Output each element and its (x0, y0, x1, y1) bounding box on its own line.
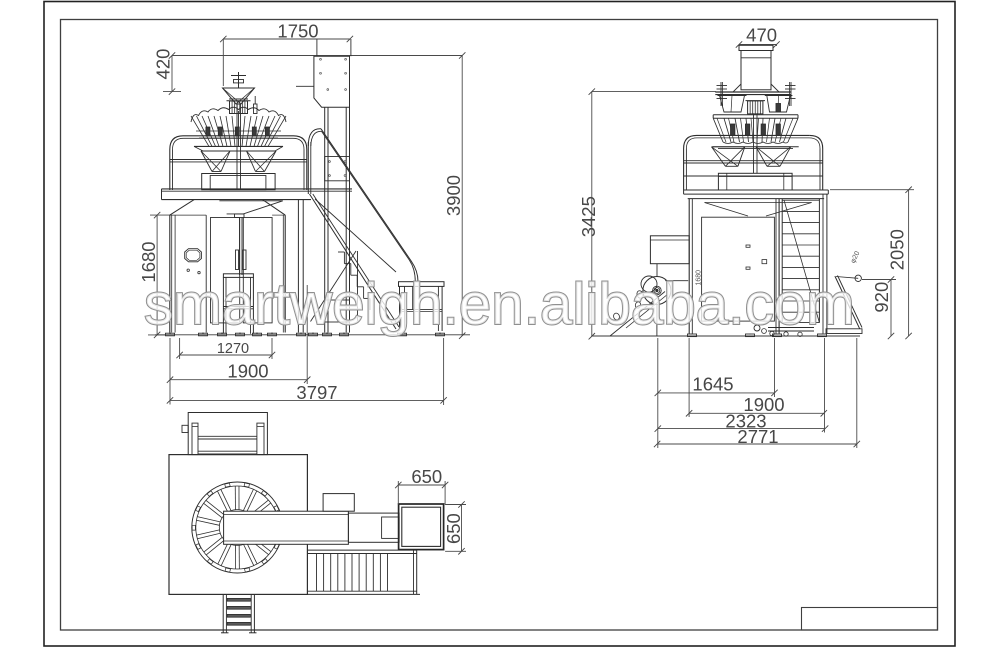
svg-text:3900: 3900 (443, 175, 464, 216)
svg-text:1680: 1680 (696, 270, 703, 286)
svg-text:920: 920 (871, 282, 892, 313)
svg-text:2323: 2323 (725, 411, 766, 432)
svg-text:1680: 1680 (138, 241, 159, 282)
svg-text:1750: 1750 (277, 21, 318, 42)
svg-text:1900: 1900 (227, 361, 268, 382)
svg-text:2050: 2050 (887, 229, 908, 270)
svg-text:420: 420 (153, 49, 174, 80)
svg-text:470: 470 (746, 24, 777, 45)
svg-text:1270: 1270 (217, 341, 249, 357)
svg-text:φ20: φ20 (850, 250, 862, 264)
svg-text:1645: 1645 (692, 374, 733, 395)
svg-text:3797: 3797 (296, 382, 337, 403)
svg-text:2771: 2771 (737, 426, 778, 447)
svg-text:650: 650 (443, 513, 464, 544)
svg-text:1900: 1900 (743, 394, 784, 415)
svg-text:3425: 3425 (578, 196, 599, 237)
svg-text:smartweigh.en.alibaba.com: smartweigh.en.alibaba.com (144, 272, 855, 337)
svg-text:650: 650 (411, 466, 442, 487)
